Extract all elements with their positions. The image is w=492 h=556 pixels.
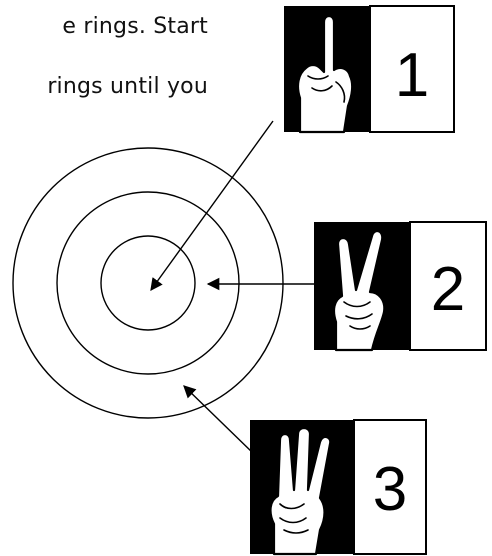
arrow-1	[151, 121, 273, 290]
card-2-number: 2	[431, 255, 465, 324]
card-1: 1	[284, 6, 454, 132]
card-2: 2	[314, 222, 486, 350]
card-1-number: 1	[395, 41, 429, 110]
outer-ring	[13, 148, 283, 418]
card-3: 3	[250, 420, 426, 554]
middle-ring	[57, 192, 239, 374]
inner-ring	[101, 236, 195, 330]
card-3-number: 3	[373, 455, 407, 524]
arrow-3	[184, 386, 255, 455]
